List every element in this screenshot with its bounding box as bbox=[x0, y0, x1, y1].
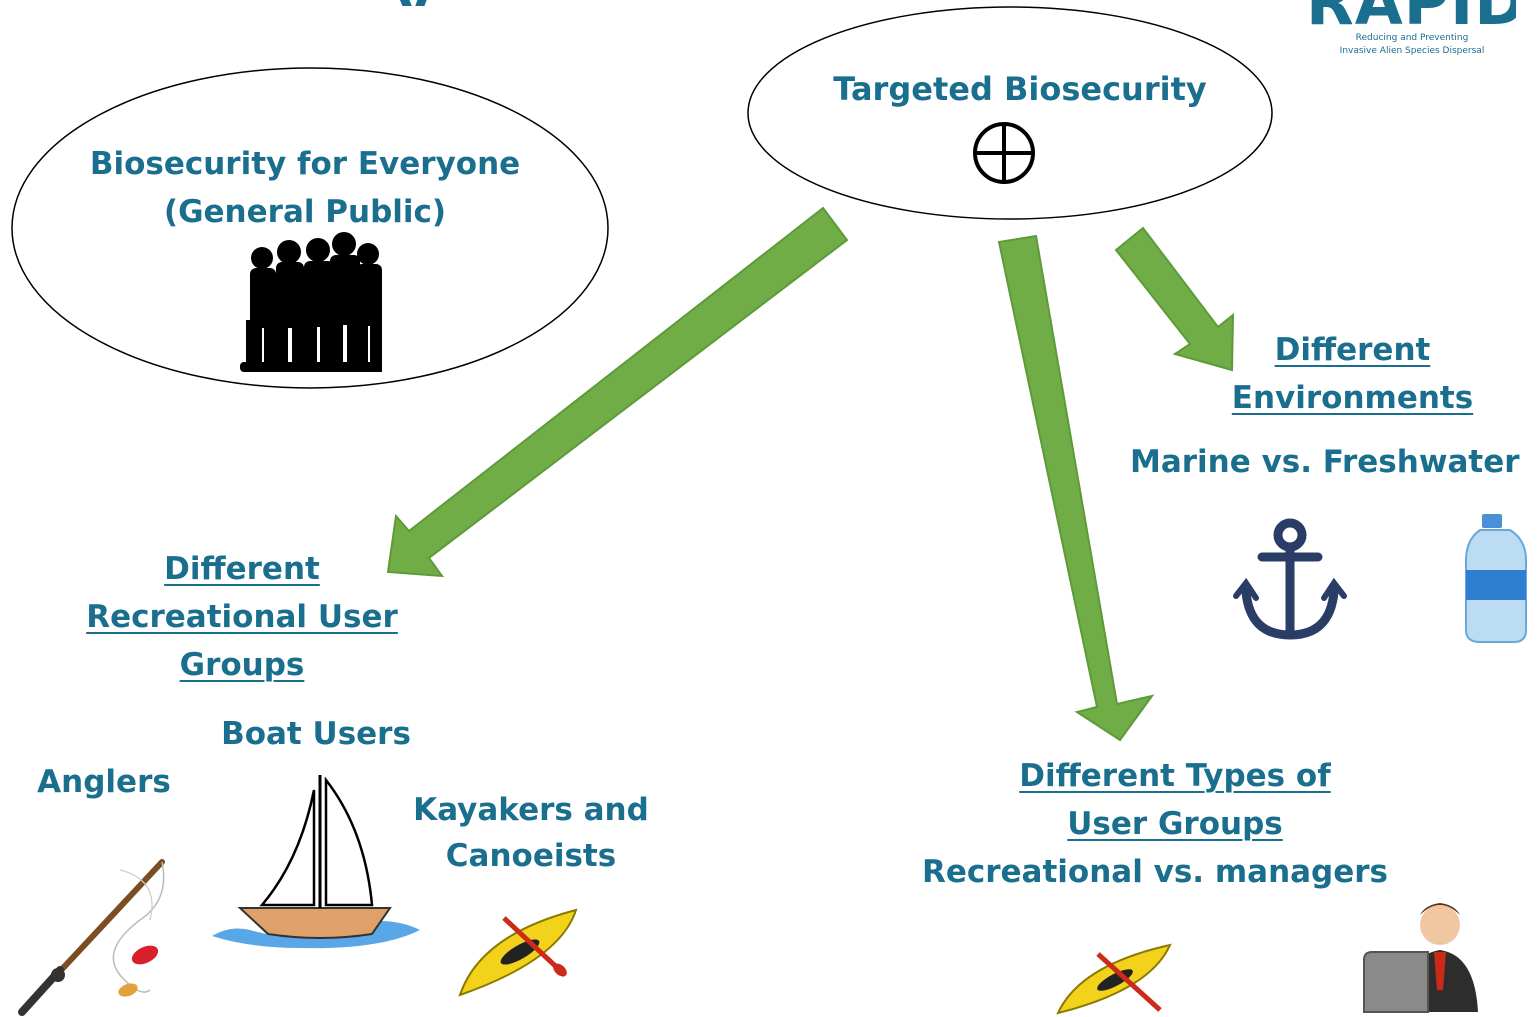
kayakers-label-line2: Canoeists bbox=[445, 838, 617, 874]
recreational-heading-line2: Recreational User bbox=[86, 599, 398, 635]
anglers-label: Anglers bbox=[37, 764, 171, 800]
recreational-heading-line3: Groups bbox=[179, 647, 305, 683]
kayak-icon bbox=[1056, 943, 1172, 1015]
user-types-subtitle: Recreational vs. managers bbox=[921, 854, 1389, 890]
logo-tagline-2: Invasive Alien Species Dispersal bbox=[1339, 46, 1485, 56]
people-silhouette-icon bbox=[240, 232, 382, 372]
environments-subtitle: Marine vs. Freshwater bbox=[1130, 444, 1520, 480]
targeted-label: Targeted Biosecurity bbox=[833, 70, 1207, 108]
everyone-ellipse bbox=[11, 67, 609, 389]
environments-heading-line1: Different bbox=[1274, 332, 1431, 368]
logo-wordmark: RAPID bbox=[1306, 0, 1516, 28]
arrow-to-environments bbox=[1114, 226, 1235, 372]
user-types-heading-line2: User Groups bbox=[1067, 806, 1283, 842]
arrow-to-user-types bbox=[997, 234, 1155, 742]
everyone-label-line1: Biosecurity for Everyone bbox=[89, 146, 521, 182]
boat-users-label: Boat Users bbox=[221, 716, 411, 752]
recreational-heading-line1: Different bbox=[164, 551, 320, 587]
user-types-heading-line1: Different Types of bbox=[1019, 758, 1331, 794]
crosshair-icon bbox=[973, 122, 1035, 184]
targeted-ellipse bbox=[747, 6, 1273, 220]
logo-tagline-1: Reducing and Preventing bbox=[1355, 33, 1469, 43]
kayakers-label-line1: Kayakers and bbox=[413, 792, 649, 828]
kayak-icon bbox=[458, 908, 578, 997]
sailboat-icon bbox=[212, 775, 420, 949]
arrow-to-recreational bbox=[386, 206, 849, 578]
slide-title-fragment: y bbox=[395, 0, 445, 6]
everyone-label-line2: (General Public) bbox=[163, 194, 447, 230]
fishing-rod-icon bbox=[18, 859, 165, 1016]
environments-heading-line2: Environments bbox=[1231, 380, 1474, 416]
manager-laptop-icon bbox=[1363, 903, 1478, 1013]
anchor-icon bbox=[1233, 518, 1347, 640]
water-bottle-icon bbox=[1465, 514, 1527, 643]
